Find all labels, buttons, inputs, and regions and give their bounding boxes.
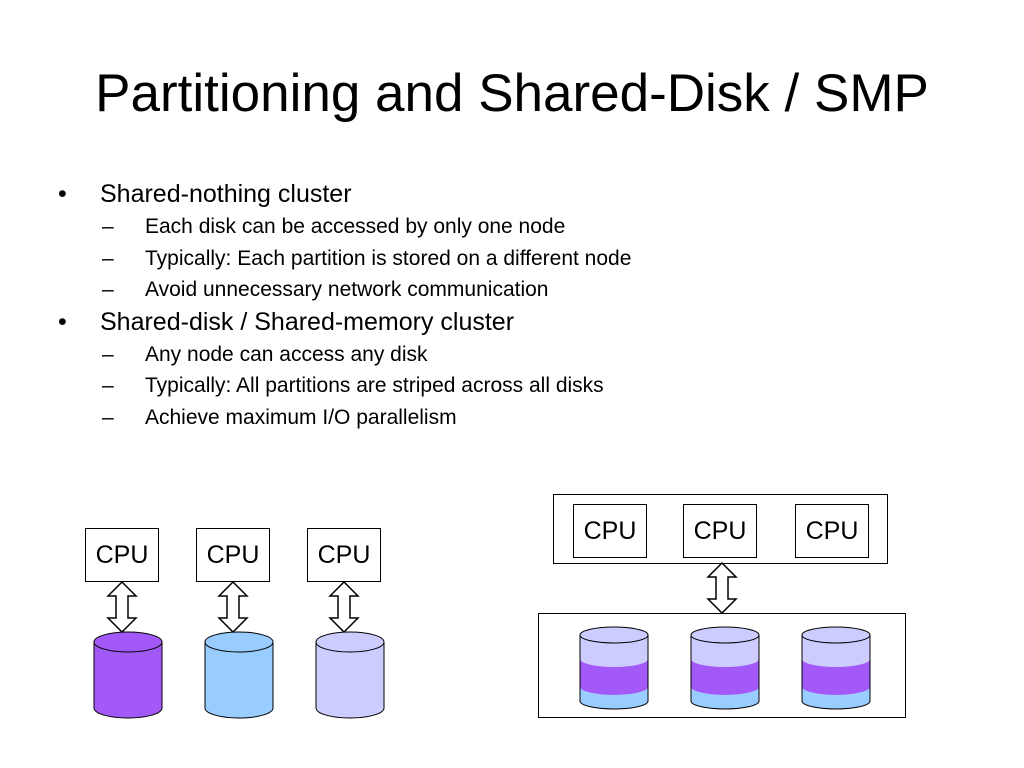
sub-bullet-text: Any node can access any disk [145,342,428,366]
sub-bullet: – Achieve maximum I/O parallelism [102,402,998,434]
sub-bullet-text: Typically: Each partition is stored on a… [145,246,632,270]
cpu-box: CPU [85,528,159,582]
dash-marker: – [102,246,114,270]
bullet-marker: • [58,180,67,208]
sub-bullet-list: – Each disk can be accessed by only one … [58,211,998,306]
cpu-box: CPU [573,504,647,558]
bullet-shared-disk: • Shared-disk / Shared-memory cluster [58,306,998,339]
sub-bullet-text: Typically: All partitions are striped ac… [145,374,604,397]
disk-icon [204,631,274,719]
striped-disk-icon [690,626,760,710]
striped-disk-icon [579,626,649,710]
sub-bullet: – Typically: All partitions are striped … [102,370,998,402]
dash-marker: – [102,215,114,238]
slide-title: Partitioning and Shared-Disk / SMP [95,64,929,123]
sub-bullet-text: Each disk can be accessed by only one no… [145,215,566,238]
bullet-shared-nothing: • Shared-nothing cluster [58,178,998,211]
cpu-box: CPU [795,504,869,558]
double-arrow-icon [328,581,360,633]
dash-marker: – [102,374,114,397]
bullet-marker: • [58,307,67,336]
sub-list-container: – Each disk can be accessed by only one … [58,211,998,306]
dash-marker: – [102,405,114,429]
sub-list-container: – Any node can access any disk – Typical… [58,339,998,434]
sub-bullet: – Each disk can be accessed by only one … [102,211,998,243]
sub-bullet: – Any node can access any disk [102,339,998,371]
disk-icon [93,631,163,719]
bullet-list: • Shared-nothing cluster – Each disk can… [58,178,998,433]
sub-bullet-text: Avoid unnecessary network communication [145,278,549,301]
sub-bullet-list: – Any node can access any disk – Typical… [58,339,998,434]
sub-bullet-text: Achieve maximum I/O parallelism [145,405,457,429]
sub-bullet: – Avoid unnecessary network communicatio… [102,274,998,306]
cpu-box: CPU [196,528,270,582]
disk-icon [315,631,385,719]
double-arrow-icon [217,581,249,633]
dash-marker: – [102,342,114,366]
cpu-box: CPU [307,528,381,582]
double-arrow-icon [106,581,138,633]
bullet-text: Shared-disk / Shared-memory cluster [100,307,515,336]
bullet-text: Shared-nothing cluster [100,180,352,208]
dash-marker: – [102,278,114,301]
striped-disk-icon [801,626,871,710]
cpu-box: CPU [683,504,757,558]
sub-bullet: – Typically: Each partition is stored on… [102,243,998,275]
double-arrow-icon [706,562,738,614]
